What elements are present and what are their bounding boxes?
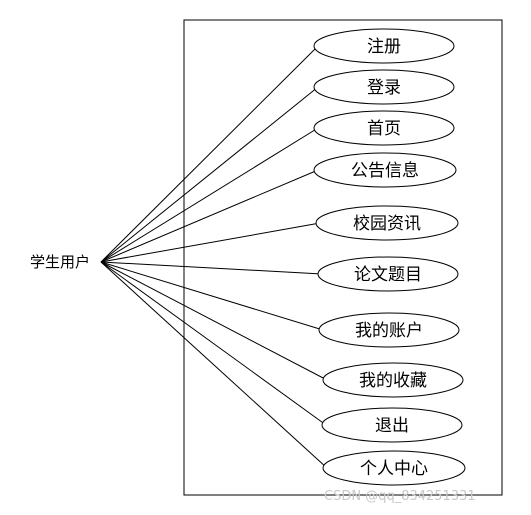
use-case-ellipse [321, 407, 463, 443]
use-case-ellipse [315, 205, 459, 241]
association-line [100, 261, 327, 426]
use-case-label: 我的账户 [355, 321, 423, 341]
use-case-ellipse [317, 256, 459, 292]
use-case-ellipse [313, 69, 455, 105]
use-case-label: 退出 [375, 416, 409, 436]
use-case-label: 登录 [367, 78, 401, 98]
association-line [100, 86, 319, 263]
association-line [100, 169, 319, 263]
use-case-label: 校园资讯 [353, 214, 421, 234]
association-line [100, 261, 324, 331]
use-case-label: 首页 [367, 119, 401, 139]
use-case-label: 公告信息 [351, 161, 419, 181]
use-case-ellipse [322, 362, 464, 398]
use-case-label: 个人中心 [360, 459, 428, 479]
association-lines [100, 45, 328, 469]
use-case-ellipse [318, 312, 460, 348]
association-line [100, 261, 328, 469]
actor-label: 学生用户 [30, 253, 90, 271]
use-case-label: 我的收藏 [359, 371, 427, 391]
association-line [100, 222, 321, 263]
association-line [100, 45, 319, 263]
use-case-label: 注册 [367, 37, 401, 57]
use-case-label: 论文题目 [354, 265, 422, 285]
use-case-ellipse [313, 110, 455, 146]
use-case-ellipse [313, 28, 455, 64]
watermark: CSDN @qq_834251331 [324, 489, 476, 504]
association-line [100, 127, 319, 263]
association-line [100, 261, 323, 275]
association-line [100, 261, 328, 381]
system-boundary [183, 19, 503, 496]
use-case-ellipse [313, 152, 457, 188]
use-case-ellipse [322, 450, 466, 486]
